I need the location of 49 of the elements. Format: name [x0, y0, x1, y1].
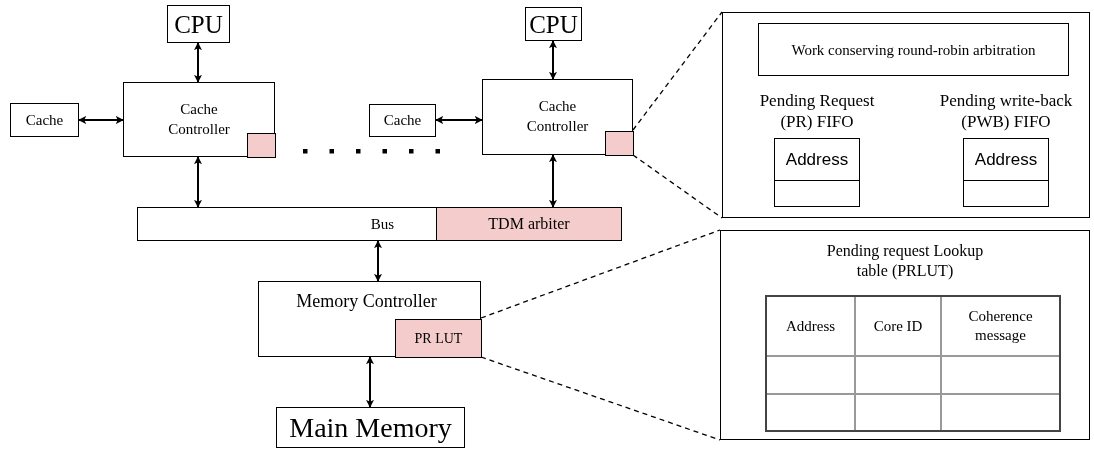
node-label: Cache Controller	[167, 100, 231, 139]
node-label: Cache Controller	[525, 97, 590, 136]
arbitration-box	[758, 23, 1069, 76]
node-label: Main Memory	[289, 413, 452, 442]
arrow	[366, 356, 374, 408]
column-header: Coherence message	[967, 307, 1034, 345]
bus-bar	[137, 207, 437, 241]
arrow	[78, 116, 124, 124]
node-label: Memory Controller	[296, 290, 437, 312]
zoom-line	[632, 11, 723, 131]
fifo-heading: Pending Request (PR) FIFO	[758, 90, 876, 132]
module-box	[395, 319, 482, 358]
controller-box	[258, 281, 481, 357]
zoom-line	[480, 229, 721, 319]
node-label: CPU	[174, 11, 223, 37]
fifo-heading: Pending write-back (PWB) FIFO	[938, 90, 1074, 132]
fifo-box	[774, 138, 860, 207]
cpu-box	[167, 5, 230, 43]
node-label: Pending request Lookup table (PRLUT)	[826, 241, 984, 281]
controller-box	[123, 82, 275, 157]
cache-box	[10, 103, 79, 137]
arrow	[435, 116, 483, 124]
detail-panel	[720, 230, 1090, 440]
node-label: Cache	[25, 110, 64, 130]
memory-box	[276, 407, 465, 448]
arrow	[549, 154, 557, 208]
node-label: Bus	[370, 214, 394, 234]
module-box	[247, 133, 276, 158]
node-label: PR LUT	[414, 330, 463, 348]
zoom-line	[480, 356, 721, 441]
field-label: Address	[974, 148, 1038, 171]
node-label: CPU	[529, 11, 578, 37]
arrow	[374, 240, 382, 282]
node-label: Work conserving round-robin arbitration	[790, 40, 1037, 60]
fifo-box	[963, 138, 1049, 207]
node-label: TDM arbiter	[488, 214, 570, 234]
field-label: Address	[785, 148, 849, 171]
arbiter-box	[437, 207, 622, 241]
module-box	[605, 131, 634, 156]
detail-panel	[722, 12, 1090, 218]
column-header: Address	[784, 316, 837, 336]
arrow	[194, 42, 202, 83]
arrow	[194, 156, 202, 208]
cache-box	[369, 104, 436, 137]
column-header: Core ID	[872, 316, 924, 336]
node-label: Cache	[383, 111, 422, 131]
zoom-line	[632, 154, 723, 219]
controller-box	[482, 79, 633, 155]
arrow	[549, 40, 557, 80]
